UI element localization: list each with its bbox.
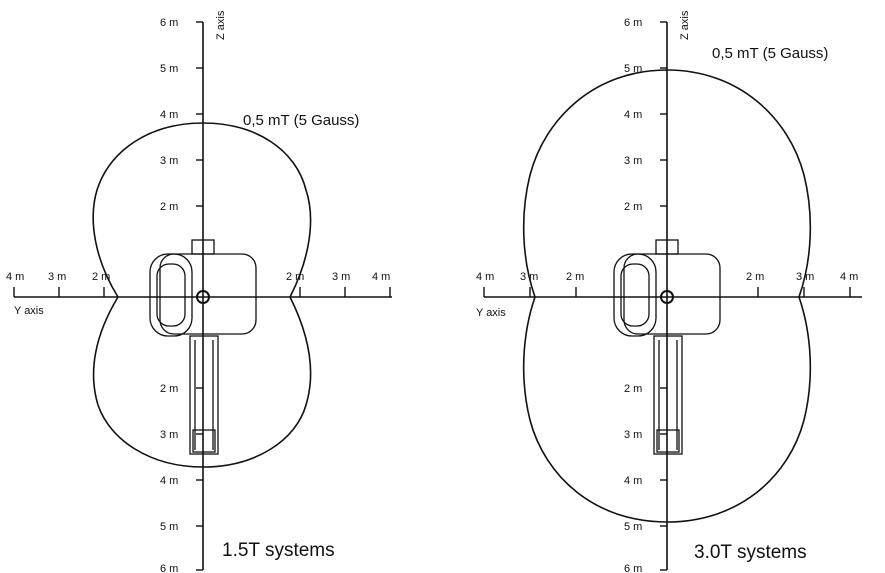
y-tick-label: 3 m xyxy=(332,271,350,283)
z-tick-label: 2 m xyxy=(160,201,178,213)
panel-left: 6 m 5 m 4 m 3 m 2 m 2 m 3 m 4 m 5 m 6 m … xyxy=(6,10,392,573)
z-tick-label: 4 m xyxy=(160,475,178,487)
z-tick-label: 4 m xyxy=(624,109,642,121)
z-tick-label: 5 m xyxy=(160,63,178,75)
z-tick-label: 3 m xyxy=(160,155,178,167)
z-tick-label: 6 m xyxy=(160,563,178,573)
y-tick-label: 2 m xyxy=(92,271,110,283)
y-tick-label: 4 m xyxy=(840,271,858,283)
z-tick-label: 2 m xyxy=(624,383,642,395)
z-tick-label: 4 m xyxy=(160,109,178,121)
z-axis-label: Z axis xyxy=(679,10,691,40)
y-axis-label: Y axis xyxy=(476,307,506,319)
y-major-ticks-left xyxy=(13,287,391,297)
y-tick-label: 2 m xyxy=(746,271,764,283)
y-tick-label: 4 m xyxy=(372,271,390,283)
y-tick-label: 4 m xyxy=(476,271,494,283)
system-label: 1.5T systems xyxy=(222,540,335,561)
magnet-schematic-right xyxy=(613,239,721,455)
isocenter-marker-left xyxy=(196,290,210,304)
z-tick-label: 5 m xyxy=(160,521,178,533)
y-major-ticks-right xyxy=(483,287,851,297)
y-tick-label: 3 m xyxy=(48,271,66,283)
y-axis-label: Y axis xyxy=(14,305,44,317)
z-major-ticks-right xyxy=(660,21,667,571)
z-tick-label: 4 m xyxy=(624,475,642,487)
z-tick-label: 6 m xyxy=(624,563,642,573)
contour-label: 0,5 mT (5 Gauss) xyxy=(712,45,828,62)
magnet-schematic-left xyxy=(149,239,257,455)
z-tick-label: 3 m xyxy=(624,429,642,441)
z-tick-label: 3 m xyxy=(160,429,178,441)
contour-label: 0,5 mT (5 Gauss) xyxy=(243,112,359,129)
y-tick-label: 3 m xyxy=(796,271,814,283)
z-tick-label: 3 m xyxy=(624,155,642,167)
contour-left xyxy=(92,122,312,468)
isocenter-marker-right xyxy=(660,290,674,304)
y-tick-label: 4 m xyxy=(6,271,24,283)
z-tick-label: 2 m xyxy=(624,201,642,213)
z-tick-label: 5 m xyxy=(624,521,642,533)
y-tick-label: 2 m xyxy=(286,271,304,283)
z-tick-label: 5 m xyxy=(624,63,642,75)
panel-right: 6 m 5 m 4 m 3 m 2 m 2 m 3 m 4 m 5 m 6 m … xyxy=(476,10,862,573)
z-major-ticks-left xyxy=(196,21,203,571)
y-tick-label: 3 m xyxy=(520,271,538,283)
y-tick-label: 2 m xyxy=(566,271,584,283)
z-tick-label: 6 m xyxy=(160,17,178,29)
system-label: 3.0T systems xyxy=(694,542,807,563)
z-tick-label: 2 m xyxy=(160,383,178,395)
z-tick-label: 6 m xyxy=(624,17,642,29)
z-axis-label: Z axis xyxy=(215,10,227,40)
